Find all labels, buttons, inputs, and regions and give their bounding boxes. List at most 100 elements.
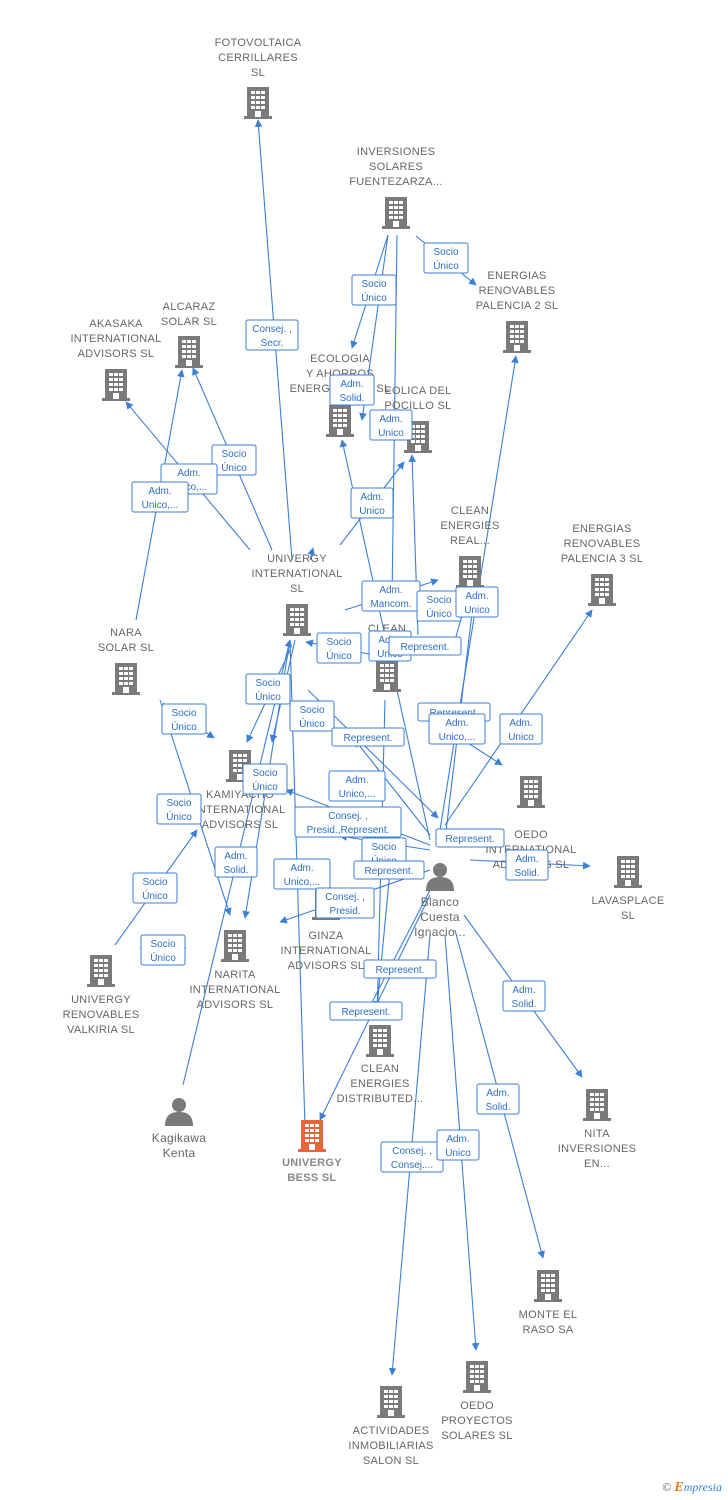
- node-label: CERRILLARES: [218, 52, 298, 64]
- edge-label[interactable]: Represent.: [329, 1001, 403, 1021]
- node-label: INTERNATIONAL: [189, 984, 280, 996]
- node-label: ENERGIAS: [572, 523, 631, 535]
- building-icon: [283, 604, 311, 636]
- edge-label[interactable]: Adm.Unico: [350, 487, 394, 519]
- node-inv-solares[interactable]: INVERSIONESSOLARESFUENTEZARZA...: [349, 146, 442, 229]
- edge-label[interactable]: Consej. ,Consej....: [380, 1141, 444, 1173]
- building-icon: [221, 930, 249, 962]
- edge-label-box: [423, 242, 469, 274]
- edge-label-box: [351, 274, 397, 306]
- edge-label-text: Socio: [166, 798, 191, 809]
- edge-label[interactable]: Adm.Unico,...: [131, 481, 189, 513]
- edge-label-text: Solid.: [511, 999, 536, 1010]
- edge-label-text: Unico: [359, 506, 385, 517]
- building-icon: [382, 197, 410, 229]
- edge-label[interactable]: Adm.Unico: [369, 409, 413, 441]
- edge-label-text: Único: [166, 810, 192, 823]
- empresia-logo[interactable]: ©Empresia: [662, 1480, 722, 1495]
- edge-label[interactable]: Adm.Unico,...: [428, 713, 486, 745]
- node-label: FUENTEZARZA...: [349, 176, 442, 188]
- edge-label[interactable]: Represent.: [363, 959, 437, 979]
- node-blanco[interactable]: BlancoCuestaIgnacio...: [414, 863, 466, 939]
- edge-label-text: Presid.: [329, 906, 360, 917]
- edge-label-text: Secr.: [261, 338, 284, 349]
- edge-label[interactable]: Represent.: [435, 828, 505, 848]
- edge-label-text: Solid.: [223, 865, 248, 876]
- edge-label-box: [328, 770, 386, 802]
- edge-label-text: Adm.: [446, 1134, 469, 1145]
- node-label: Blanco: [421, 895, 460, 909]
- edge-label-box: [242, 763, 288, 795]
- edge-label-box: [316, 632, 362, 664]
- edge-label[interactable]: Adm.Unico: [499, 713, 543, 745]
- edge-label-text: Unico,...: [142, 500, 179, 511]
- edge-label[interactable]: Represent.: [388, 636, 462, 656]
- node-clean-real[interactable]: CLEANENERGIESREAL...: [440, 505, 499, 588]
- edge-label[interactable]: Adm.Solid.: [505, 849, 549, 881]
- edge-label[interactable]: Consej. ,Presid.: [315, 887, 375, 919]
- node-label: RENOVABLES: [564, 538, 641, 550]
- edge-label[interactable]: Adm.Solid.: [214, 846, 258, 878]
- edge-arrow: [367, 889, 431, 1011]
- edge-label[interactable]: Adm.Unico: [455, 586, 499, 618]
- edge-label-text: Consej....: [391, 1160, 433, 1171]
- node-label: ENERGIES: [350, 1078, 409, 1090]
- node-nita[interactable]: NITAINVERSIONESEN...: [558, 1089, 637, 1170]
- edge-label[interactable]: Adm.Unico,...: [328, 770, 386, 802]
- edge-label[interactable]: Adm.Unico: [436, 1129, 480, 1161]
- edge-label[interactable]: Adm.Solid.: [502, 980, 546, 1012]
- building-icon: [583, 1089, 611, 1121]
- edge-label-box: [435, 828, 505, 848]
- edge-label-box: [273, 858, 331, 890]
- edge-label-text: Represent.: [365, 866, 414, 877]
- edge-label[interactable]: Adm.Unico,...: [273, 858, 331, 890]
- building-icon: [534, 1270, 562, 1302]
- edge-label-text: Solid.: [485, 1102, 510, 1113]
- edge-label-text: Socio: [252, 768, 277, 779]
- edge-label[interactable]: Consej. ,Presid.,Represent.: [294, 806, 402, 838]
- node-clean-dist[interactable]: CLEANENERGIESDISTRIBUTED...: [337, 1025, 424, 1105]
- edge-label-text: Unico: [378, 428, 404, 439]
- edge-label[interactable]: Represent.: [331, 727, 405, 747]
- edge-label[interactable]: Adm.Mancom.: [361, 580, 421, 612]
- edge-label[interactable]: Consej. ,Secr.: [245, 319, 299, 351]
- node-label: RASO SA: [522, 1324, 573, 1336]
- edge-label[interactable]: Adm.Solid.: [476, 1083, 520, 1115]
- edge-label[interactable]: Represent.: [353, 860, 425, 880]
- building-icon: [102, 369, 130, 401]
- node-label: UNIVERGY: [282, 1157, 342, 1169]
- edge-label-box: [132, 872, 178, 904]
- edge-label[interactable]: Adm.Solid.: [329, 374, 375, 406]
- edge-label-box: [436, 1129, 480, 1161]
